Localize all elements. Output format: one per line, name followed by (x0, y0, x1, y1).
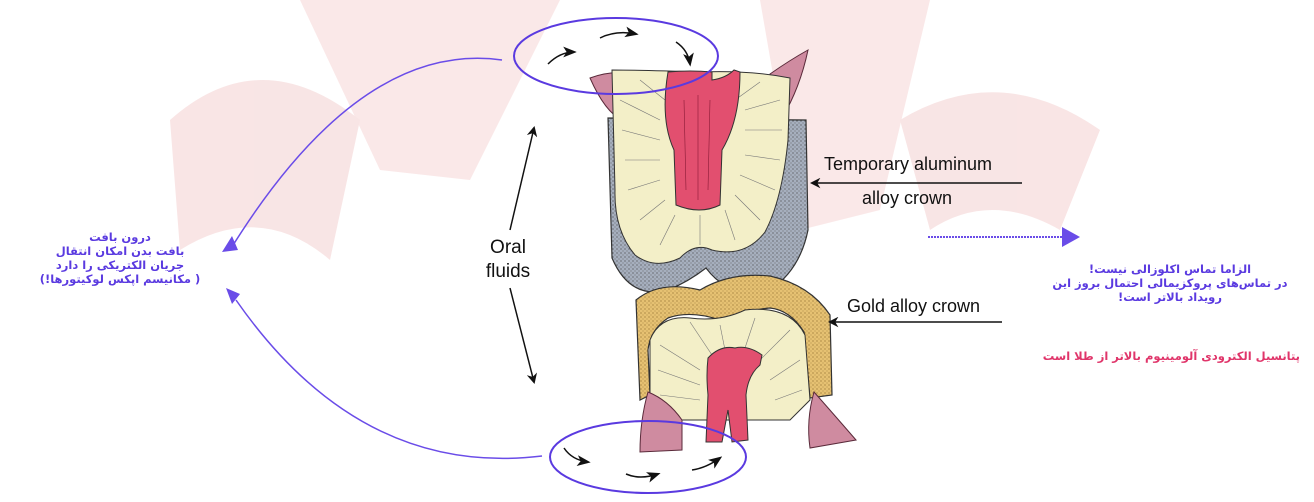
flow-arrow-top-2 (600, 33, 636, 38)
blue-curve-upper-head (222, 236, 238, 252)
temp-crown-label-line-2: alloy crown (862, 188, 952, 209)
temp-crown-label-line-1: Temporary aluminum (824, 154, 992, 175)
gingiva-right-bottom (809, 392, 856, 448)
note-tissue-line-4: ( مکانیسم اپکس لوکیتورها!) (30, 272, 210, 286)
note-proximal-contact: الزاما تماس اکلوزالی نیست! در تماس‌های پ… (1040, 262, 1300, 304)
note-electrode-potential: پتانسیل الکترودی آلومینیوم بالاتر از طلا… (1000, 349, 1300, 363)
oral-fluids-label: Oral fluids (468, 236, 548, 284)
note-tissue-line-2: بافت بدن امکان انتقال (30, 244, 210, 258)
gold-crown-label: Gold alloy crown (847, 296, 980, 317)
flow-arrow-bottom-1 (564, 448, 588, 462)
oral-fluids-arrow-up (510, 128, 534, 230)
note-tissue-conduction: درون بافت بافت بدن امکان انتقال جریان ال… (30, 230, 210, 286)
note-proximal-line-2: در تماس‌های پروکزیمالی احتمال بروز این (1040, 276, 1300, 290)
tooth-gold-crown (636, 275, 856, 452)
tooth-aluminum-crown (590, 50, 808, 292)
blue-arrow-right-head (1062, 227, 1080, 247)
flow-arrow-top-1 (548, 52, 574, 64)
flow-arrow-top-3 (676, 42, 690, 64)
note-tissue-line-3: جریان الکتریکی را دارد (30, 258, 210, 272)
note-proximal-line-1: الزاما تماس اکلوزالی نیست! (1040, 262, 1300, 276)
note-tissue-line-1: درون بافت (30, 230, 210, 244)
oral-fluids-line-1: Oral (468, 236, 548, 260)
blue-curve-lower (236, 300, 542, 458)
flow-arrow-bottom-3 (692, 458, 720, 470)
note-proximal-line-3: رویداد بالاتر است! (1040, 290, 1300, 304)
flow-arrow-bottom-2 (626, 474, 658, 477)
oral-fluids-arrow-down (510, 288, 534, 382)
oral-fluids-line-2: fluids (468, 260, 548, 284)
